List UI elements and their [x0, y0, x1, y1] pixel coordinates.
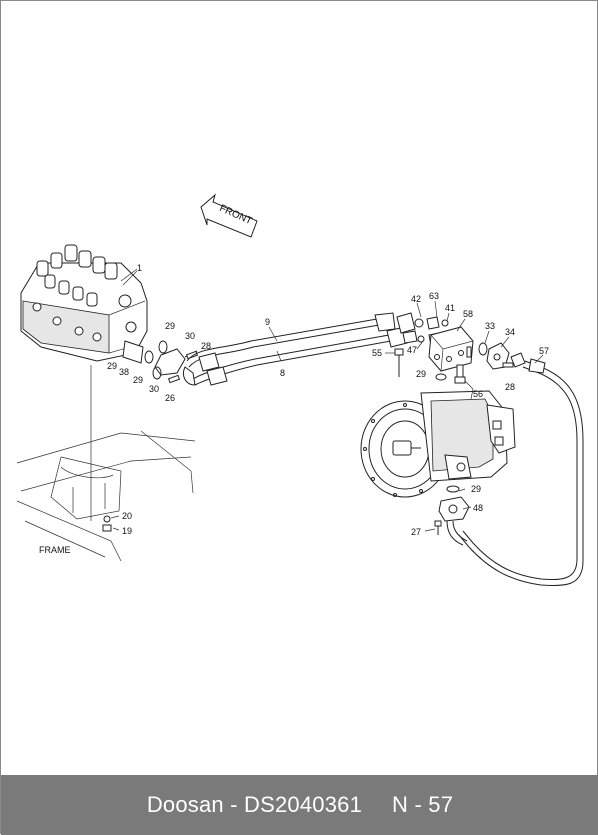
callout-26: 26: [165, 393, 175, 403]
callout-30-b: 30: [149, 384, 159, 394]
page-reference: N - 57: [392, 792, 454, 817]
callout-56: 56: [473, 389, 483, 399]
callout-55: 55: [372, 348, 382, 358]
callout-29-d: 29: [416, 369, 426, 379]
front-direction-arrow: FRONT: [200, 193, 258, 238]
callout-27: 27: [411, 527, 421, 537]
callout-58: 58: [463, 309, 473, 319]
callout-28-a: 28: [201, 341, 211, 351]
hose-57: [458, 358, 584, 587]
callout-42: 42: [411, 294, 421, 304]
page-footer: Doosan - DS2040361 N - 57: [1, 775, 598, 835]
callout-48: 48: [473, 503, 483, 513]
callout-8: 8: [280, 368, 285, 378]
callout-30-a: 30: [185, 331, 195, 341]
callout-57: 57: [539, 346, 549, 356]
callout-29-c: 29: [133, 375, 143, 385]
callout-41: 41: [445, 303, 455, 313]
callout-38: 38: [119, 367, 129, 377]
callout-47: 47: [407, 345, 417, 355]
leader-lines: [110, 270, 544, 532]
callout-labels: 1 9 8 29 30 28 29 38 29 30 26 42 63 41 5…: [39, 263, 549, 555]
callout-34: 34: [505, 327, 515, 337]
document-reference: Doosan - DS2040361: [146, 792, 363, 817]
callout-9: 9: [265, 317, 270, 327]
main-control-valve: [20, 244, 148, 362]
lower-flange-group: [434, 485, 470, 546]
frame-sketch: [16, 365, 196, 562]
callout-19: 19: [122, 526, 132, 536]
callout-33: 33: [485, 321, 495, 331]
callout-29-b: 29: [107, 361, 117, 371]
sensor-56: [435, 364, 474, 390]
left-flange-group: [122, 340, 199, 384]
callout-29-e: 29: [471, 484, 481, 494]
manifold-block-58: [428, 326, 474, 372]
exploded-parts-diagram: FRONT: [16, 193, 584, 587]
callout-1: 1: [137, 263, 142, 273]
valve-spool-caps: [36, 244, 118, 307]
callout-20: 20: [122, 511, 132, 521]
pump-assembly: [360, 388, 516, 498]
callout-29-a: 29: [165, 321, 175, 331]
bolt-55: [385, 348, 404, 377]
callout-63: 63: [429, 291, 439, 301]
callout-28-b: 28: [505, 382, 515, 392]
fitting-group-right: [478, 342, 526, 370]
frame-label: FRAME: [39, 545, 71, 555]
